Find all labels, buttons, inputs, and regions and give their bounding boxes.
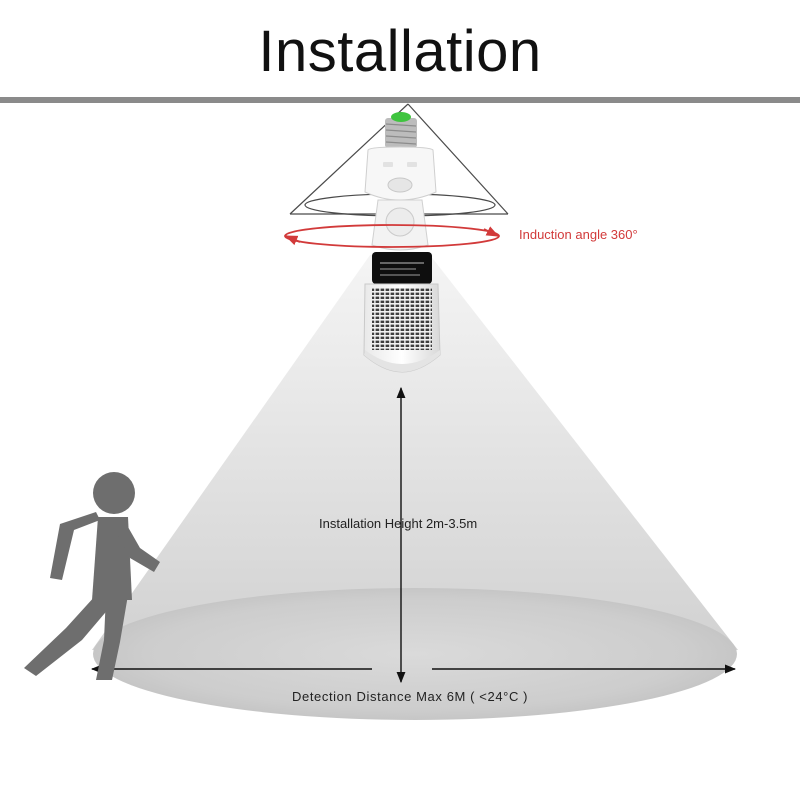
induction-angle-arrow <box>284 224 500 248</box>
induction-angle-label: Induction angle 360° <box>519 227 638 242</box>
detection-distance-label: Detection Distance Max 6M ( <24°C ) <box>292 689 529 704</box>
walking-person-icon <box>24 472 160 680</box>
page-title: Installation <box>258 19 542 84</box>
installation-height-label: Installation Height 2m-3.5m <box>319 516 478 531</box>
led-corn-bulb-icon <box>363 252 441 373</box>
ceiling-bar <box>0 97 800 103</box>
floor-detection-area <box>93 588 737 720</box>
pir-sensor-socket-icon <box>364 112 437 251</box>
detection-cone <box>92 255 738 650</box>
